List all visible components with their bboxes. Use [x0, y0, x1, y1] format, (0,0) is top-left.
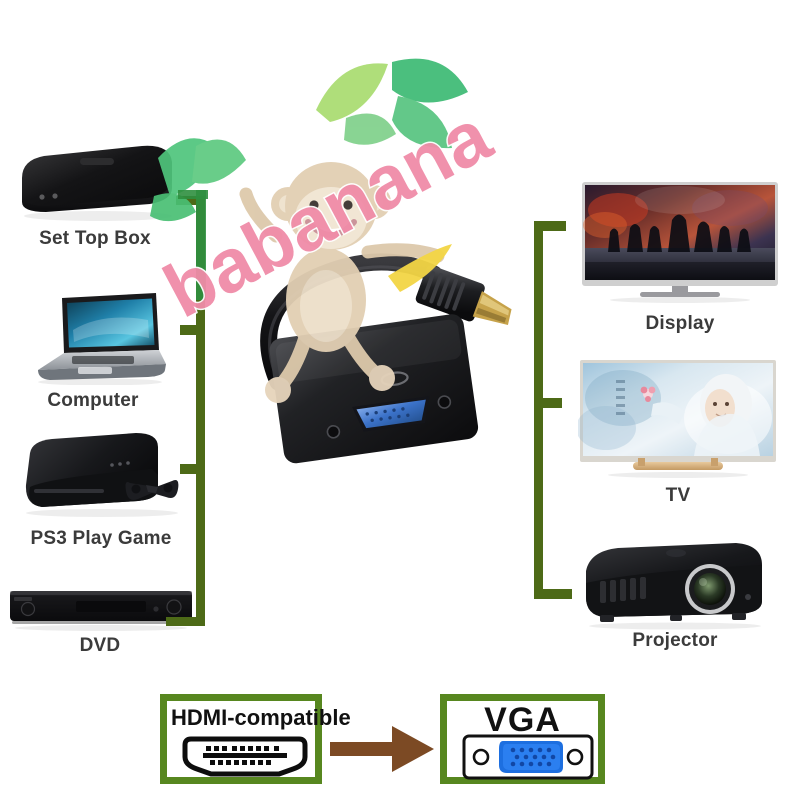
vga-port-box: VGA — [440, 694, 605, 784]
device-display — [580, 180, 780, 305]
label-ps3: PS3 Play Game — [30, 528, 172, 549]
hdmi-port-box: HDMI-compatible — [160, 694, 351, 784]
device-set-top-box — [10, 140, 180, 225]
left-bracket-stub-set-top-box — [176, 196, 205, 205]
left-bracket-stub-ps3 — [180, 464, 205, 474]
device-ps3 — [12, 425, 197, 520]
tv-icon — [576, 360, 776, 478]
monitor-icon — [582, 182, 778, 303]
laptop-icon — [38, 293, 166, 386]
device-dvd — [6, 585, 196, 633]
adapter-illustration — [260, 253, 512, 464]
device-computer — [28, 290, 168, 386]
device-tv — [576, 358, 778, 480]
right-bracket-stub-display — [534, 221, 566, 231]
label-tv: TV — [665, 485, 691, 506]
arrow-right-icon — [330, 726, 434, 772]
device-projector — [570, 535, 780, 635]
label-display: Display — [645, 313, 715, 334]
label-computer: Computer — [47, 390, 139, 411]
vga-port-title: VGA — [484, 701, 561, 739]
right-bracket-spine — [534, 221, 543, 599]
set-top-box-icon — [22, 145, 172, 221]
projector-icon — [586, 543, 762, 630]
right-bracket-stub-projector — [534, 589, 572, 599]
left-bracket-stub-computer — [180, 325, 205, 335]
label-dvd: DVD — [79, 635, 121, 656]
label-set-top-box: Set Top Box — [39, 228, 151, 249]
product-hdmi-to-vga-adapter — [232, 232, 542, 482]
left-bracket-stub-dvd — [166, 617, 205, 626]
dvd-player-icon — [10, 591, 192, 631]
hdmi-port-title: HDMI-compatible — [171, 705, 351, 730]
conversion-arrow — [330, 722, 438, 776]
label-projector: Projector — [632, 630, 718, 651]
hdmi-port-icon — [182, 736, 308, 777]
vga-port-icon — [462, 734, 594, 780]
right-bracket-stub-tv — [534, 398, 562, 408]
game-console-icon — [25, 433, 179, 517]
left-bracket-spine — [196, 196, 205, 626]
